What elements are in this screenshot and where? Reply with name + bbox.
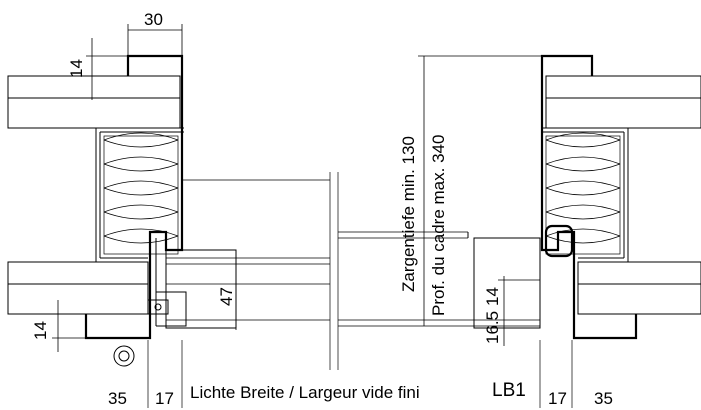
hinge-icon bbox=[147, 299, 169, 315]
depth-de-label: Zargentiefe min. 130 bbox=[399, 136, 418, 292]
dim-14-right-label: 14 bbox=[483, 287, 502, 306]
left-insulation bbox=[103, 135, 179, 255]
right-wall bbox=[467, 54, 701, 340]
left-frame-stop bbox=[149, 232, 187, 327]
dimensions bbox=[52, 24, 592, 352]
right-insulation bbox=[545, 135, 621, 255]
right-stud bbox=[542, 127, 629, 263]
dim-35-right-label: 35 bbox=[594, 389, 613, 408]
left-top-board-1 bbox=[7, 75, 181, 99]
right-insulation-waves bbox=[545, 132, 621, 244]
right-top-board-1 bbox=[545, 75, 701, 99]
right-door-leaf bbox=[473, 237, 541, 329]
right-top-board-2 bbox=[545, 97, 701, 129]
dim-35-left-label: 35 bbox=[108, 389, 127, 408]
left-bottom-board-2 bbox=[7, 283, 149, 315]
left-insulation-waves bbox=[103, 132, 179, 244]
left-stud bbox=[95, 127, 184, 263]
lb1-label: LB1 bbox=[492, 380, 526, 401]
right-seal bbox=[544, 224, 574, 258]
dim-14-bottom-label: 14 bbox=[31, 321, 50, 340]
left-frame-profile bbox=[84, 54, 184, 340]
left-top-board-2 bbox=[7, 97, 181, 129]
dim-30-label: 30 bbox=[144, 10, 163, 29]
dim-47-label: 47 bbox=[217, 287, 236, 306]
dim-16-5-label: 16.5 bbox=[483, 311, 502, 344]
anchor-icon bbox=[113, 345, 135, 367]
left-wall bbox=[7, 54, 330, 367]
depth-fr-label: Prof. du cadre max. 340 bbox=[429, 135, 448, 316]
right-bottom-board-2 bbox=[577, 283, 701, 315]
opening-lines bbox=[147, 172, 573, 408]
clear-width-caption: Lichte Breite / Largeur vide fini bbox=[190, 383, 420, 402]
right-bottom-board-1 bbox=[577, 261, 701, 285]
dim-17-right-label: 17 bbox=[548, 389, 567, 408]
dim-14-top-label: 14 bbox=[67, 59, 86, 78]
dim-17-left-label: 17 bbox=[155, 389, 174, 408]
left-bottom-board-1 bbox=[7, 261, 149, 285]
